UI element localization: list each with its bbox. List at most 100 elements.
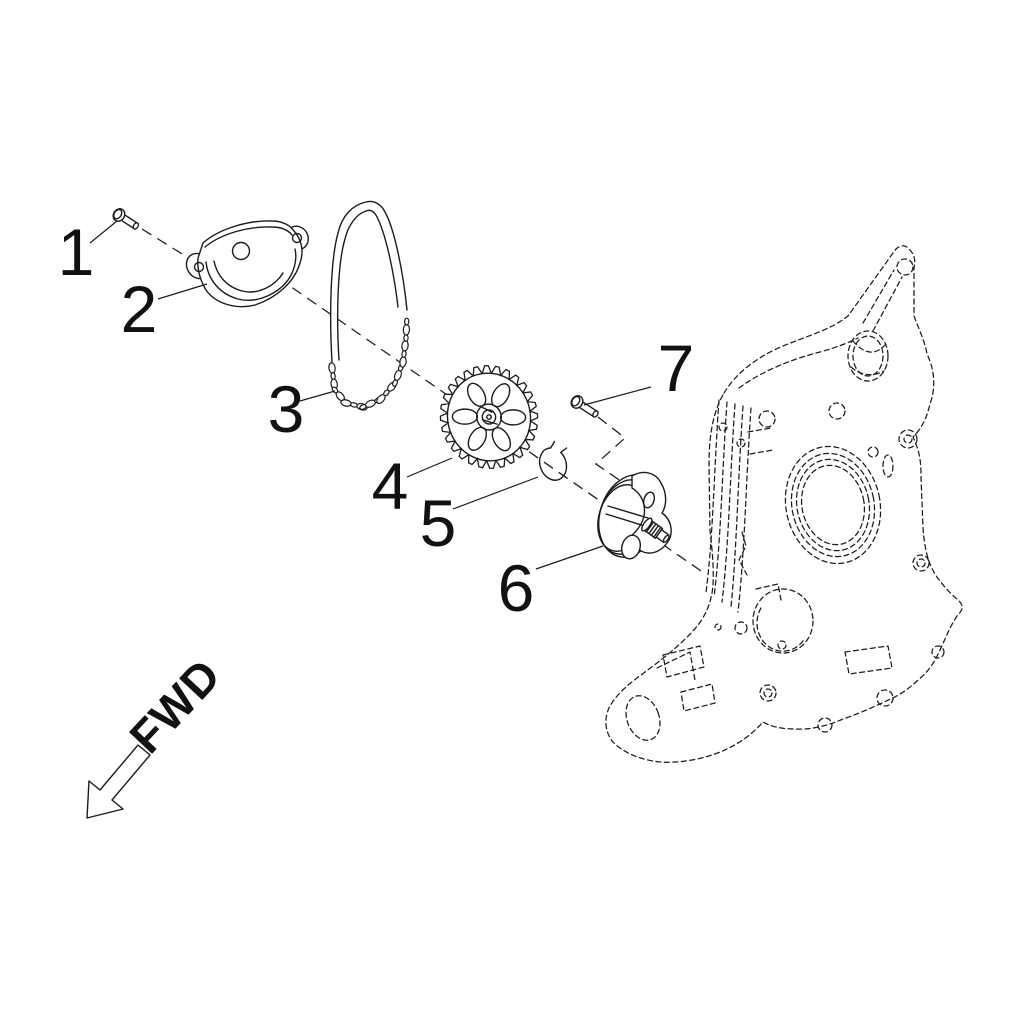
foot-opening	[625, 695, 661, 741]
chain-link	[328, 362, 336, 374]
bolt-hole	[876, 689, 894, 707]
leader-4	[406, 457, 453, 478]
screw-1[interactable]	[111, 207, 141, 233]
sprocket-center-hole	[486, 414, 492, 420]
callout-7[interactable]: 7	[658, 331, 695, 405]
crankcase-top-edge	[738, 337, 859, 389]
callout-4[interactable]: 4	[372, 449, 409, 523]
shaft-spline-ribs	[645, 521, 662, 538]
bolt-head-top	[571, 395, 581, 407]
crankcase-main-bore	[784, 445, 882, 565]
bolt-7[interactable]	[569, 394, 601, 421]
bolt-hole	[828, 402, 846, 420]
pump-inlet	[621, 534, 641, 560]
case-detail	[680, 683, 716, 712]
bolt-hole	[718, 422, 728, 432]
snap-ring-end	[550, 440, 568, 454]
axis-line	[141, 228, 196, 263]
bolt-hole	[817, 717, 833, 733]
pump-cavity	[752, 588, 814, 654]
bolt-hole	[714, 623, 722, 631]
cover-top-rim	[204, 226, 293, 248]
sprocket-hub-detail	[480, 406, 498, 425]
crankcase[interactable]	[605, 245, 963, 763]
cover-inner-rim	[205, 248, 297, 301]
bolt-hole	[931, 645, 945, 659]
crankcase-ribs	[705, 399, 752, 613]
chain-link	[403, 317, 410, 326]
callout-2[interactable]: 2	[121, 272, 158, 346]
sprocket-hub	[476, 403, 502, 431]
fwd-arrow-icon	[86, 744, 151, 819]
cover-plate[interactable]	[182, 220, 313, 308]
bolt7-axis-zigzag	[594, 416, 642, 496]
chain-tube-fill	[330, 201, 407, 362]
bolt-hole	[758, 410, 776, 428]
callout-1[interactable]: 1	[58, 215, 95, 289]
bore-ring	[790, 452, 876, 558]
sprocket[interactable]	[429, 355, 549, 480]
callout-6[interactable]: 6	[498, 551, 535, 625]
bolt-hole	[898, 429, 918, 449]
bolt-hole	[734, 621, 748, 635]
screw-head-top	[113, 208, 123, 220]
case-detail	[662, 645, 705, 678]
leader-1	[89, 220, 118, 244]
case-detail	[656, 651, 696, 681]
bolt-tip	[592, 410, 599, 418]
upper-boss	[847, 330, 889, 382]
fwd-label: FWD	[119, 649, 231, 763]
leader-7	[583, 386, 652, 406]
bolt-hole	[777, 640, 787, 650]
case-detail	[738, 531, 748, 576]
leader-3	[299, 390, 336, 402]
chain-link	[402, 324, 411, 336]
leader-5	[452, 476, 539, 510]
bore-ring	[795, 458, 871, 552]
bracket-hole	[896, 258, 914, 276]
callout-3[interactable]: 3	[268, 372, 305, 446]
bolt-hole	[763, 688, 773, 698]
shaft-tip	[662, 534, 670, 543]
bolt-hole	[903, 434, 913, 444]
cover-body	[197, 220, 303, 308]
oil-slot	[882, 454, 894, 478]
chain-link	[340, 399, 352, 407]
cover-ear-hole	[193, 261, 205, 273]
fwd-marker: FWD	[86, 649, 231, 819]
case-detail	[755, 583, 782, 601]
crankcase-bracket-slot	[862, 269, 903, 332]
bolt-hole	[736, 438, 746, 448]
cover-center-hole	[231, 241, 251, 261]
snap-ring[interactable]	[538, 440, 568, 481]
bolt-hole	[867, 446, 879, 458]
chain[interactable]	[328, 200, 411, 411]
pump-shaft	[641, 517, 670, 544]
cover-inner-rim2	[213, 260, 284, 293]
bore-ring	[784, 445, 882, 565]
upper-boss-detail	[850, 340, 886, 376]
upper-boss-inner	[852, 335, 884, 377]
bolt-hole	[759, 684, 777, 702]
callouts: 1 2 3 4 5 6 7	[58, 215, 695, 625]
oil-pump[interactable]	[589, 467, 672, 565]
case-detail	[844, 645, 893, 675]
pump-web	[605, 505, 649, 528]
chain-link	[399, 356, 407, 368]
pump-cavity-inner	[756, 607, 806, 652]
callout-5[interactable]: 5	[420, 486, 457, 560]
cover-ear-hole	[291, 232, 303, 244]
bolt-hole	[912, 554, 930, 572]
screw-tip	[132, 222, 140, 230]
leader-lines	[89, 220, 652, 570]
leader-2	[157, 283, 208, 300]
case-detail	[747, 427, 774, 455]
shaft-washer	[641, 517, 653, 532]
chain-tube-outer	[329, 200, 408, 363]
bolt-hole	[916, 558, 926, 568]
snap-ring-body	[538, 447, 568, 481]
sprocket-root-circle	[446, 372, 532, 462]
chain-tube-inner	[336, 209, 399, 361]
